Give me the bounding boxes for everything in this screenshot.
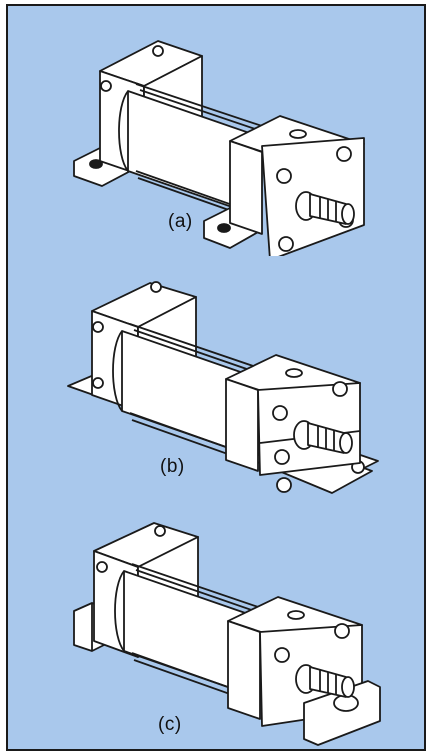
front-cap-top-port — [287, 610, 305, 620]
rod-end — [341, 203, 355, 225]
rear-bolt-3 — [92, 377, 104, 389]
front-cap-top-port — [285, 368, 303, 378]
rear-bolt-1 — [150, 281, 162, 293]
front-bolt-3 — [274, 449, 290, 465]
front-end-lug — [303, 680, 381, 746]
rod-end — [341, 676, 355, 698]
front-bolt-1 — [276, 168, 292, 184]
rod-end — [339, 432, 353, 454]
tie-rod-1 — [135, 83, 269, 129]
caption-a: (a) — [168, 211, 193, 232]
rear-bolt-2 — [100, 80, 112, 92]
tie-rod-1 — [131, 563, 265, 610]
plate-bolt-1 — [276, 477, 292, 493]
front-bolt-3 — [278, 236, 294, 252]
rear-bolt-2 — [96, 561, 108, 573]
front-cap-front-band — [225, 378, 259, 472]
cylinder-c-illustration — [73, 522, 381, 746]
caption-b: (b) — [160, 456, 185, 477]
front-bolt-1 — [272, 405, 288, 421]
front-cap-front-band — [229, 140, 263, 235]
panel-c: (c) — [8, 511, 424, 749]
front-bolt-2 — [332, 381, 348, 397]
rear-bolt-1 — [154, 525, 166, 537]
front-bolt-1 — [274, 647, 290, 663]
front-bolt-2 — [336, 146, 352, 162]
tie-rod-1 — [129, 323, 263, 370]
panel-b: (b) — [8, 261, 424, 506]
figure-frame: (a) — [6, 4, 426, 751]
rear-foot-hole — [89, 159, 103, 169]
rear-bolt-1 — [152, 45, 164, 57]
front-foot-hole — [217, 223, 231, 233]
rear-bolt-2 — [92, 321, 104, 333]
front-cap-top-port — [289, 129, 307, 139]
panel-a: (a) — [8, 16, 424, 256]
front-bolt-2 — [334, 623, 350, 639]
cylinder-a-illustration — [73, 40, 365, 256]
cylinder-b-illustration — [67, 281, 379, 494]
front-cap-front-band — [227, 620, 261, 720]
caption-c: (c) — [158, 714, 182, 735]
